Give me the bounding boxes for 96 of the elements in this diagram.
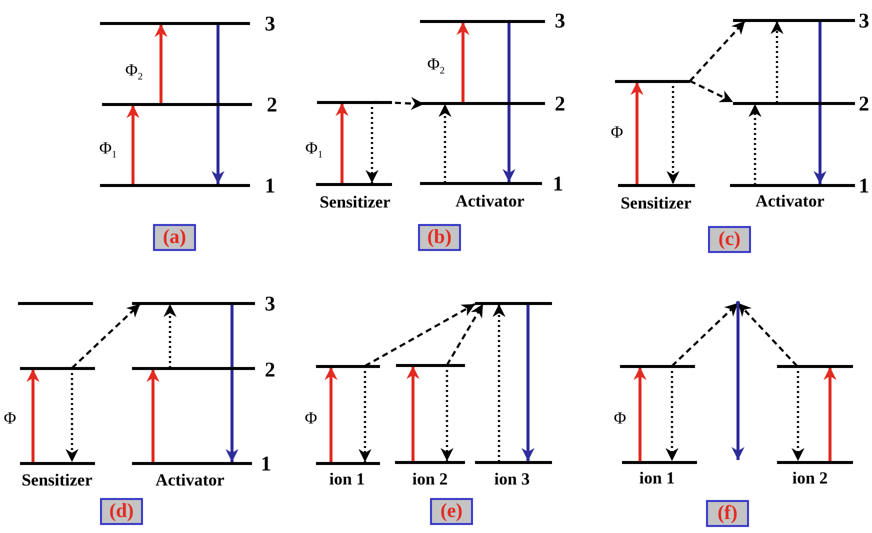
panel-label: (b) (418, 224, 461, 251)
level-number: 3 (264, 294, 276, 314)
energy-level-line (420, 102, 545, 104)
energy-level-line (100, 22, 250, 24)
edge-label: Φ$_{1}$ (305, 139, 323, 161)
level-number: 1 (264, 176, 276, 196)
energy-level-line (132, 462, 252, 464)
species-label: Activator (156, 472, 224, 488)
panel-label: (e) (430, 498, 473, 525)
species-label: Sensitizer (620, 194, 692, 212)
dotted-arrow (492, 304, 506, 462)
level-number: 2 (264, 360, 276, 380)
level-number: 2 (266, 94, 278, 116)
species-label: ion 2 (792, 470, 828, 486)
energy-level-line (622, 460, 697, 464)
energy-level-line (420, 182, 542, 184)
energy-level-line (132, 302, 255, 304)
arrow (154, 24, 168, 104)
arrow (630, 82, 644, 185)
panel-label: (a) (153, 224, 196, 251)
panel-label: (c) (708, 226, 751, 253)
arrow (324, 367, 338, 463)
energy-level-line (102, 102, 252, 106)
energy-level-line (615, 80, 690, 82)
dashed-arrow (71, 303, 141, 369)
level-number: 2 (858, 94, 870, 114)
panel-label: (f) (706, 500, 749, 527)
energy-level-line (618, 184, 695, 186)
energy-level-line (777, 460, 853, 464)
arrow (522, 303, 534, 461)
energy-level-line (620, 364, 695, 368)
species-label: ion 3 (494, 470, 530, 488)
energy-level-line (777, 364, 853, 368)
energy-level-line (396, 364, 465, 366)
edge-label: Φ (4, 410, 16, 426)
arrow (814, 20, 826, 184)
edge-label: Φ (304, 410, 318, 426)
arrow (26, 369, 40, 463)
species-label: ion 1 (639, 470, 675, 486)
energy-level-line (420, 20, 545, 22)
arrow (126, 105, 140, 185)
level-number: 1 (260, 454, 272, 474)
energy-level-line (317, 100, 392, 104)
edge-label: Φ$_{2}$ (125, 61, 143, 83)
dotted-arrow (770, 21, 784, 103)
species-label: ion 2 (412, 470, 448, 488)
species-label: Activator (756, 192, 824, 210)
junction-point (736, 301, 740, 305)
species-label: Sensitizer (320, 194, 390, 210)
panel-label: (d) (100, 498, 143, 525)
energy-level-line (132, 366, 255, 370)
arrow (226, 303, 238, 462)
level-number: 3 (858, 10, 870, 32)
energy-level-line (475, 460, 552, 464)
energy-level-line (18, 302, 93, 304)
edge-label: Φ$_{1}$ (99, 139, 117, 161)
arrow (732, 305, 744, 460)
energy-level-line (733, 102, 855, 104)
level-number: 1 (858, 176, 870, 196)
arrow (634, 367, 646, 462)
energy-level-line (316, 182, 392, 186)
arrow (146, 369, 160, 463)
level-number: 1 (552, 174, 564, 194)
arrow (824, 367, 836, 462)
edge-label: Φ$_{2}$ (427, 55, 445, 77)
arrow (502, 21, 516, 182)
energy-level-line (395, 460, 465, 464)
energy-level-line (20, 462, 95, 464)
dotted-arrow (164, 304, 176, 368)
energy-level-line (100, 184, 250, 186)
dotted-arrow (748, 104, 762, 185)
edge-label: Φ (610, 124, 624, 140)
energy-level-line (20, 366, 95, 370)
arrow (336, 103, 348, 184)
dashed-arrow (737, 302, 798, 367)
species-label: Sensitizer (22, 472, 92, 488)
dotted-arrow (438, 104, 452, 183)
dashed-arrow (671, 302, 739, 367)
level-number: 3 (554, 10, 566, 32)
level-number: 2 (554, 94, 566, 114)
dashed-arrow (690, 80, 734, 103)
level-number: 3 (264, 14, 276, 34)
energy-level-line (316, 462, 380, 464)
arrow (406, 366, 420, 462)
energy-level-line (733, 18, 855, 22)
arrow (212, 23, 224, 184)
energy-level-line (730, 184, 855, 186)
species-label: ion 1 (329, 470, 365, 488)
species-label: Activator (456, 192, 524, 210)
dashed-arrow (689, 20, 746, 82)
energy-level-line (316, 364, 380, 368)
dashed-arrow (364, 303, 476, 367)
edge-label: Φ (614, 410, 626, 426)
energy-level-line (475, 302, 552, 304)
dashed-arrow (446, 303, 484, 366)
arrow (456, 22, 470, 103)
